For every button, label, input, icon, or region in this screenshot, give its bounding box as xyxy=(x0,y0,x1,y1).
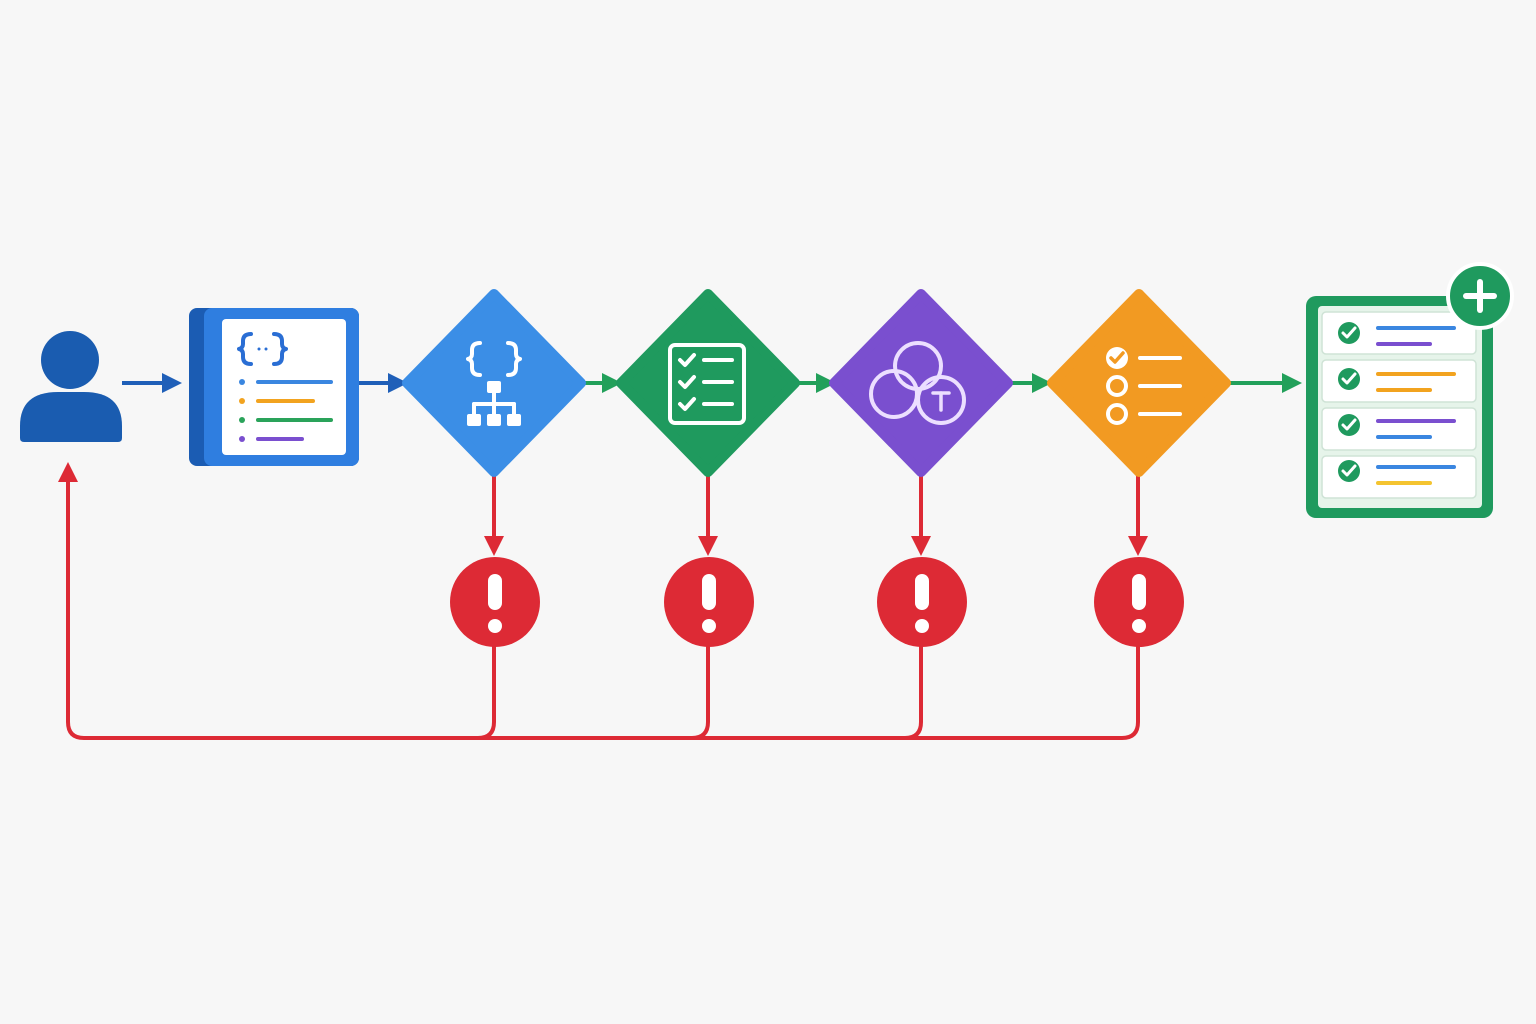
checklist-icon xyxy=(668,343,746,425)
error-return-line-3 xyxy=(904,646,923,740)
error-return-line-2 xyxy=(691,646,710,740)
code-braces-icon xyxy=(237,332,288,366)
exclamation-icon xyxy=(1132,574,1146,633)
check-icon xyxy=(1341,418,1357,431)
editor-lines xyxy=(239,379,333,442)
result-row xyxy=(1321,455,1477,499)
validation-checklist-node xyxy=(616,289,800,477)
error-node-selection xyxy=(1094,557,1184,647)
schema-tree-icon xyxy=(466,341,522,417)
t-glyph-icon xyxy=(931,391,951,412)
user-node xyxy=(20,331,122,442)
error-node-merge xyxy=(877,557,967,647)
result-list-node xyxy=(1306,262,1514,518)
radio-list-icon xyxy=(1106,347,1182,425)
request-editor-node xyxy=(189,308,359,466)
schema-check-node xyxy=(402,289,586,477)
result-row xyxy=(1321,359,1477,403)
user-icon xyxy=(20,331,122,442)
result-row xyxy=(1321,407,1477,451)
exclamation-icon xyxy=(702,574,716,633)
option-selection-node xyxy=(1047,289,1231,477)
check-icon xyxy=(1341,326,1357,339)
exclamation-icon xyxy=(488,574,502,633)
exclamation-icon xyxy=(915,574,929,633)
error-nodes xyxy=(450,557,1184,647)
check-icon xyxy=(1341,464,1357,477)
plus-icon xyxy=(1446,262,1514,330)
feedback-loop-line xyxy=(58,462,1140,740)
error-paths xyxy=(58,462,1148,740)
error-return-line-1 xyxy=(477,646,496,740)
check-icon xyxy=(1341,372,1357,385)
result-row xyxy=(1321,311,1477,355)
merge-check-node xyxy=(829,289,1013,477)
error-node-schema xyxy=(450,557,540,647)
circles-merge-icon xyxy=(869,341,966,425)
error-node-checklist xyxy=(664,557,754,647)
